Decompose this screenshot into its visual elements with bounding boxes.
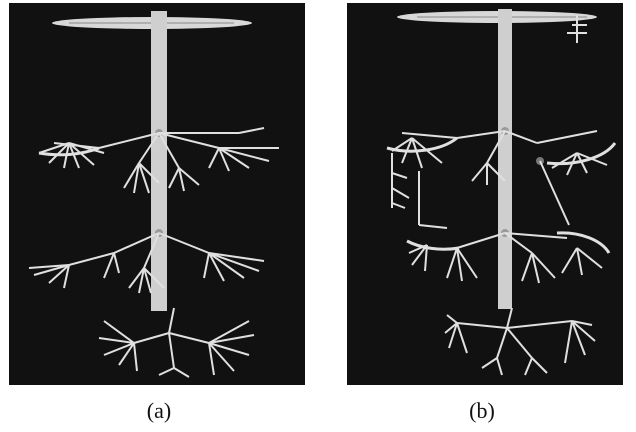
trunk	[151, 11, 167, 311]
figure-panel-b	[347, 3, 623, 385]
branch-level-3	[99, 308, 254, 377]
tree-visualization-b	[347, 3, 623, 385]
branch-level-2	[29, 233, 264, 293]
tree-visualization-a	[9, 3, 305, 385]
caption-a: (a)	[129, 398, 189, 424]
branch-level-3	[445, 308, 595, 375]
trunk	[498, 9, 512, 309]
caption-b: (b)	[452, 398, 512, 424]
figure-panel-a	[9, 3, 305, 385]
